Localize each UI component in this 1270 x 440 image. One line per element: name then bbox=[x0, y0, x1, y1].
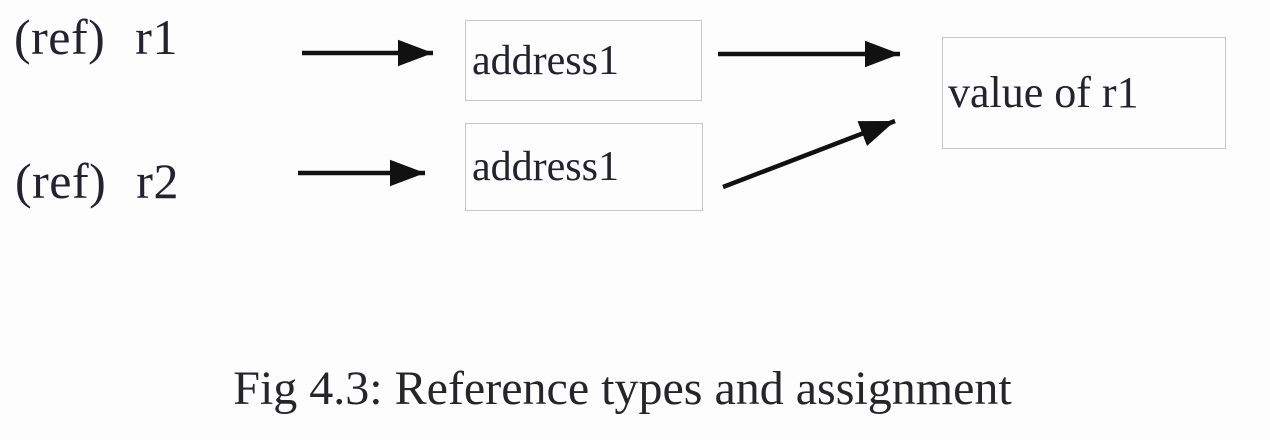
address-box-bottom: address1 bbox=[465, 123, 703, 211]
value-box: value of r1 bbox=[942, 37, 1226, 149]
ref-keyword: (ref) bbox=[15, 153, 107, 209]
arrow-cell2-to-value-icon bbox=[722, 118, 896, 190]
address-box-top: address1 bbox=[465, 20, 702, 101]
ref-name-r1: r1 bbox=[135, 9, 178, 65]
ref-label-r1: (ref) r1 bbox=[14, 12, 178, 62]
value-box-label: value of r1 bbox=[948, 68, 1139, 117]
ref-name-r2: r2 bbox=[136, 153, 179, 209]
address-box-top-label: address1 bbox=[472, 37, 619, 84]
ref-label-r2: (ref) r2 bbox=[15, 156, 179, 206]
address-box-bottom-label: address1 bbox=[472, 144, 619, 190]
ref-keyword: (ref) bbox=[14, 9, 106, 65]
figure-caption: Fig 4.3: Reference types and assignment bbox=[233, 362, 1012, 415]
